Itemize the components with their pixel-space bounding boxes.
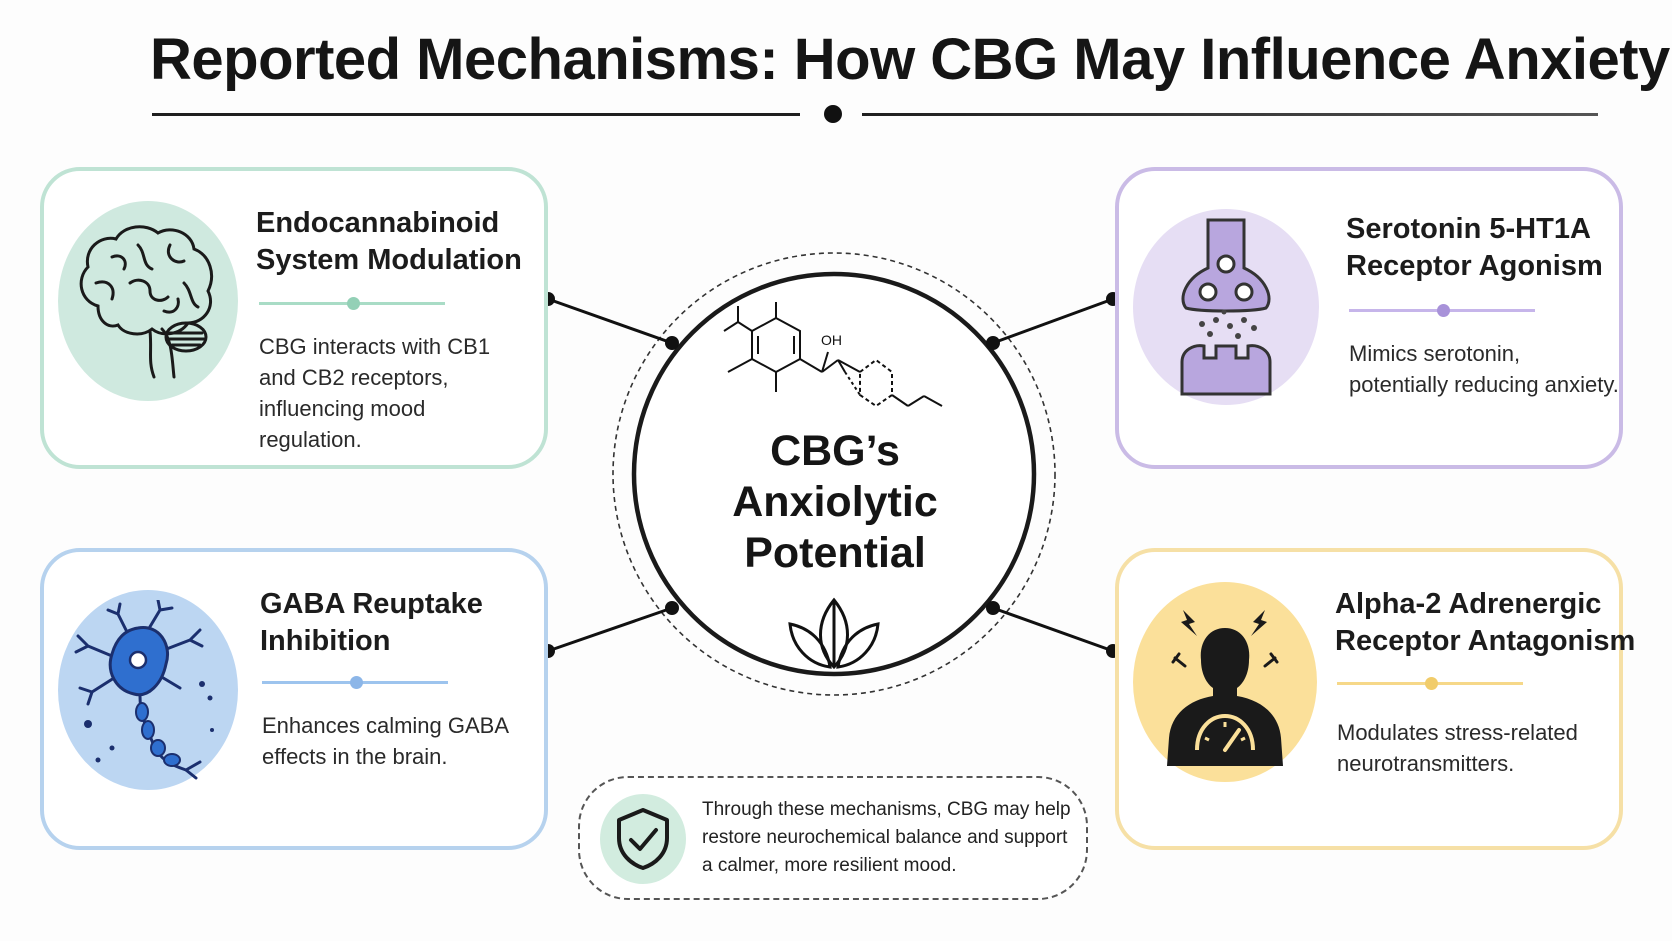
mechanism-title: Alpha-2 Adrenergic Receptor Antagonism [1335, 586, 1635, 660]
mechanism-card-gaba: GABA Reuptake Inhibition Enhances calmin… [40, 548, 548, 850]
title-divider-dot [824, 105, 842, 123]
mechanism-divider [1337, 677, 1523, 690]
mechanism-title-line: Serotonin 5-HT1A [1346, 213, 1591, 245]
mechanism-title-line: Receptor Agonism [1346, 250, 1603, 282]
center-title: CBG’s Anxiolytic Potential [680, 426, 990, 579]
connector-bottom-left [547, 606, 673, 653]
mechanism-description: Mimics serotonin, potentially reducing a… [1349, 341, 1619, 397]
summary-text: Through these mechanisms, CBG may help r… [702, 799, 1071, 876]
brain-icon [58, 201, 238, 401]
title-divider-right [862, 113, 1598, 116]
center-title-line: CBG’s [770, 427, 900, 475]
shield-check-icon [600, 794, 686, 884]
connector-bottom-right [992, 606, 1114, 653]
molecule-oh-label: OH [821, 332, 842, 348]
page-title: Reported Mechanisms: How CBG May Influen… [150, 27, 1670, 92]
mechanism-title-line: System Modulation [256, 244, 522, 276]
mechanism-title: Endocannabinoid System Modulation [256, 205, 522, 279]
mechanism-card-alpha2: Alpha-2 Adrenergic Receptor Antagonism M… [1115, 548, 1635, 850]
connector-top-left [547, 297, 673, 345]
mechanism-title-line: Endocannabinoid [256, 207, 500, 239]
title-divider-left [152, 113, 800, 116]
center-title-line: Anxiolytic [732, 478, 938, 526]
mechanism-description: Modulates stress-related neurotransmitte… [1337, 720, 1578, 776]
synapse-icon [1133, 209, 1319, 405]
mechanism-title-line: Inhibition [260, 625, 391, 657]
mechanism-divider [1349, 304, 1535, 317]
center-circle [631, 271, 1037, 677]
mechanism-card-serotonin: Serotonin 5-HT1A Receptor Agonism Mimics… [1115, 167, 1623, 469]
mechanism-title: Serotonin 5-HT1A Receptor Agonism [1346, 211, 1603, 285]
connector-lines [547, 297, 1114, 653]
mechanism-description: Enhances calming GABA effects in the bra… [262, 713, 508, 769]
stress-gauge-icon [1133, 582, 1317, 782]
mechanism-card-endocannabinoid: Endocannabinoid System Modulation CBG in… [40, 167, 548, 469]
connector-top-right [992, 297, 1114, 345]
mechanism-title: GABA Reuptake Inhibition [260, 586, 483, 660]
mechanism-divider [259, 297, 445, 310]
mechanism-description: CBG interacts with CB1 and CB2 receptors… [259, 334, 491, 452]
outer-dashed-ring [612, 252, 1056, 696]
molecule-structure-icon [723, 302, 943, 408]
mechanism-divider [262, 676, 448, 689]
neuron-icon [58, 590, 238, 790]
leaf-icon [788, 597, 880, 670]
center-title-line: Potential [744, 529, 926, 577]
mechanism-title-line: Alpha-2 Adrenergic [1335, 588, 1602, 620]
mechanism-title-line: GABA Reuptake [260, 588, 483, 620]
mechanism-title-line: Receptor Antagonism [1335, 625, 1636, 657]
summary-box: Through these mechanisms, CBG may help r… [578, 776, 1088, 900]
